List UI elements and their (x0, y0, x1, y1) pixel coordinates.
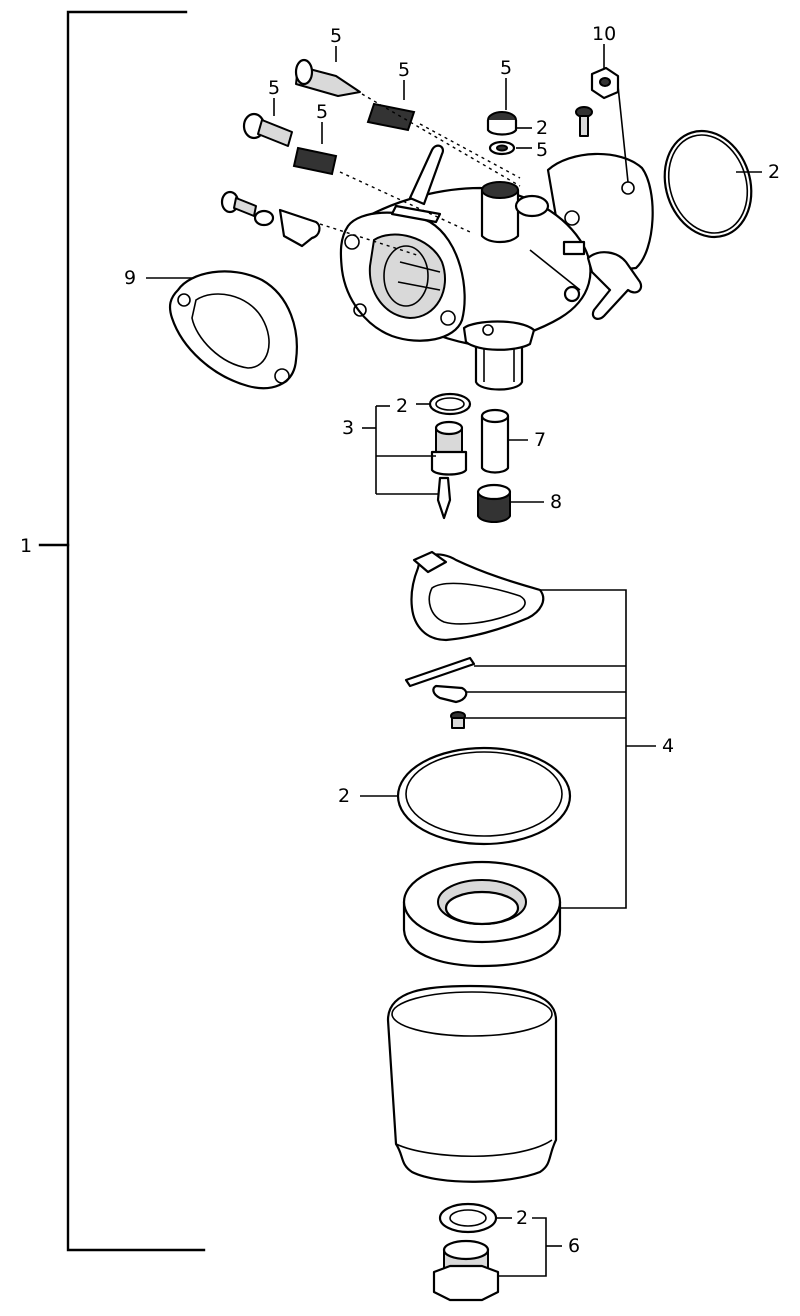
float-pin (404, 656, 476, 688)
callout-5e: 5 (500, 57, 512, 79)
float (402, 860, 562, 968)
mixture-screw-upper (294, 58, 361, 97)
callout-10: 10 (592, 23, 616, 45)
float-screw (450, 711, 466, 729)
callout-2e: 2 (516, 1207, 528, 1229)
callout-5b: 5 (398, 59, 410, 81)
callout-2b: 2 (768, 161, 780, 183)
callout-8: 8 (550, 491, 562, 513)
screw-washer-group (220, 190, 321, 248)
small-washer (488, 140, 516, 156)
callout-5c: 5 (268, 77, 280, 99)
spring-lower (292, 146, 338, 176)
callout-5d: 5 (316, 101, 328, 123)
callout-2d: 2 (338, 785, 350, 807)
float-needle (436, 476, 452, 520)
callout-5f: 5 (536, 139, 548, 161)
float-tab (432, 684, 468, 704)
callout-1: 1 (20, 535, 32, 557)
small-screw-top (575, 106, 593, 137)
drain-washer (438, 1202, 498, 1234)
float-arm (410, 550, 545, 642)
callout-9: 9 (124, 267, 136, 289)
callout-2c: 2 (396, 395, 408, 417)
callout-6: 6 (568, 1235, 580, 1257)
leader-lines (146, 44, 762, 1277)
spring-upper (366, 102, 416, 132)
float-bowl (386, 984, 558, 1183)
callout-4: 4 (662, 735, 674, 757)
drain-plug (432, 1239, 500, 1302)
callout-2a: 2 (536, 117, 548, 139)
callout-7: 7 (534, 429, 546, 451)
callout-3: 3 (342, 417, 354, 439)
cap-screw (486, 111, 518, 136)
callout-labels: 1 5 5 5 5 5 2 5 10 2 9 2 3 7 8 4 2 2 6 (20, 23, 780, 1257)
callout-5a: 5 (330, 25, 342, 47)
o-ring-right (663, 129, 753, 239)
carburetor-body (339, 144, 654, 391)
large-o-ring (396, 746, 572, 846)
leader-dashes-upper (319, 93, 521, 257)
main-jet-tube (480, 408, 510, 474)
assembly-bracket (38, 10, 206, 1252)
pilot-screw (242, 112, 293, 147)
valve-seat (430, 420, 468, 476)
flange-gasket (168, 270, 298, 390)
main-jet (476, 483, 512, 523)
nut-top (590, 66, 620, 100)
small-o-ring (428, 392, 472, 416)
